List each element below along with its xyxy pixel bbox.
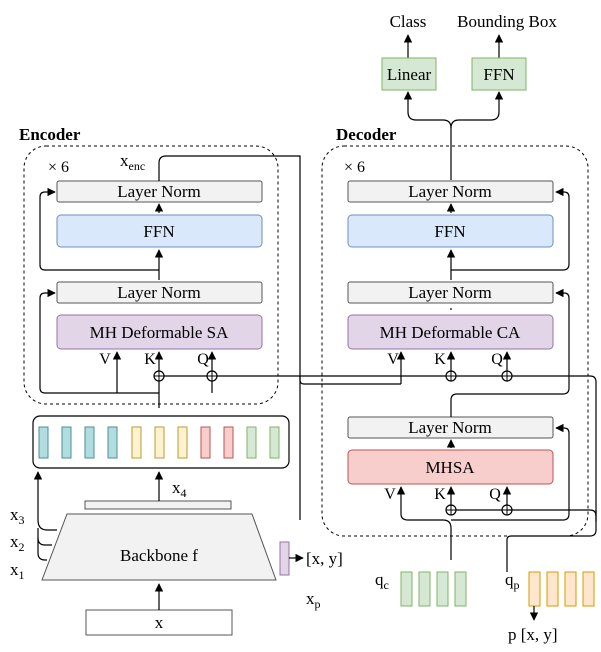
decoder-repeat: × 6 bbox=[344, 159, 365, 176]
feature-token-2 bbox=[61, 426, 72, 459]
decoder-mhsa-label: MHSA bbox=[425, 458, 475, 477]
decoder-layernorm-top-label: Layer Norm bbox=[408, 182, 492, 201]
qp-label: qp bbox=[505, 570, 520, 592]
decoder-k-label: K bbox=[434, 351, 446, 368]
encoder-residual-2 bbox=[39, 187, 159, 271]
to-ffn-wire bbox=[450, 91, 504, 129]
x3-label: x3 bbox=[10, 505, 25, 527]
encoder-k-label: K bbox=[144, 351, 156, 368]
decoder-layernorm-mid bbox=[347, 281, 554, 304]
decoder-q2-label: Q bbox=[489, 486, 501, 503]
feature-token-4 bbox=[107, 426, 118, 459]
content-query-2 bbox=[418, 571, 431, 607]
decoder-attention bbox=[347, 314, 554, 350]
position-coord-label: [x, y] bbox=[306, 549, 343, 568]
encoder-layernorm-top-label: Layer Norm bbox=[117, 182, 201, 201]
encoder-block bbox=[23, 145, 279, 405]
decoder-residual-2 bbox=[451, 187, 570, 271]
encoder-q-label: Q bbox=[197, 351, 209, 368]
x2-label: x2 bbox=[10, 532, 25, 554]
decoder-pos-wire bbox=[507, 375, 597, 522]
input-box bbox=[85, 609, 233, 636]
content-query-3 bbox=[436, 571, 449, 607]
to-linear-wire bbox=[403, 91, 452, 129]
content-query-4 bbox=[454, 571, 467, 607]
position-query-2 bbox=[546, 571, 559, 607]
backbone-label: Backbone f bbox=[120, 546, 198, 565]
feature-token-7 bbox=[177, 426, 188, 459]
encoder-attention-label: MH Deformable SA bbox=[90, 323, 230, 342]
decoder-layernorm-mid-label: Layer Norm bbox=[408, 283, 492, 302]
encoder-repeat: × 6 bbox=[48, 159, 69, 176]
decoder-k2-label: K bbox=[434, 486, 446, 503]
feature-token-10 bbox=[246, 426, 257, 459]
decoder-v2-wire bbox=[396, 486, 452, 560]
encoder-pos-join bbox=[299, 376, 305, 385]
decoder-title: Decoder bbox=[336, 125, 397, 144]
decoder-ffn bbox=[347, 214, 554, 248]
x2-wire bbox=[37, 537, 52, 546]
reference-point-label: p [x, y] bbox=[508, 625, 558, 644]
decoder-q-label: Q bbox=[491, 351, 503, 368]
decoder-v-label: V bbox=[387, 351, 399, 368]
decoder-mhsa bbox=[347, 449, 554, 485]
class-output-label: Class bbox=[390, 12, 427, 31]
content-query-1 bbox=[400, 571, 413, 607]
position-query-1 bbox=[528, 571, 541, 607]
position-token bbox=[279, 541, 290, 576]
bbox-output-label: Bounding Box bbox=[457, 12, 557, 31]
decoder-residual-1 bbox=[450, 288, 570, 417]
input-label: x bbox=[155, 613, 164, 632]
qp-wire bbox=[506, 510, 597, 572]
feature-token-5 bbox=[131, 426, 142, 459]
feature-token-11 bbox=[269, 426, 280, 459]
decoder-layernorm-bottom-label: Layer Norm bbox=[408, 418, 492, 437]
encoder-attention bbox=[56, 314, 263, 350]
position-query-3 bbox=[564, 571, 577, 607]
encoder-layernorm-bottom bbox=[56, 281, 263, 304]
encoder-output-wire bbox=[158, 155, 301, 520]
decoder-v2-label: V bbox=[384, 486, 396, 503]
encoder-title: Encoder bbox=[19, 125, 81, 144]
x4-feature-bar bbox=[84, 500, 232, 510]
ffn-head-box bbox=[471, 57, 527, 91]
qc-label: qc bbox=[375, 570, 389, 592]
linear-head-label: Linear bbox=[387, 65, 432, 84]
feature-token-1 bbox=[38, 426, 49, 459]
backbone-block bbox=[41, 513, 277, 581]
feature-token-9 bbox=[223, 426, 234, 459]
x1-wire bbox=[37, 528, 47, 561]
ffn-head-label: FFN bbox=[483, 65, 514, 84]
linear-head-box bbox=[381, 57, 437, 91]
x3-wire bbox=[33, 471, 57, 531]
decoder-ffn-label: FFN bbox=[434, 222, 465, 241]
encoder-ffn bbox=[56, 214, 263, 248]
decoder-qp-link bbox=[507, 509, 597, 517]
feature-token-6 bbox=[154, 426, 165, 459]
decoder-residual-0 bbox=[451, 423, 570, 521]
decoder-block bbox=[321, 145, 589, 537]
encoder-residual-1 bbox=[39, 288, 159, 394]
encoder-xenc-label: xenc bbox=[120, 151, 145, 173]
xp-label: xp bbox=[306, 589, 321, 611]
encoder-layernorm-bottom-label: Layer Norm bbox=[117, 283, 201, 302]
feature-token-3 bbox=[84, 426, 95, 459]
decoder-attention-label: MH Deformable CA bbox=[380, 323, 521, 342]
encoder-ffn-label: FFN bbox=[143, 222, 174, 241]
x4-label: x4 bbox=[172, 478, 187, 500]
encoder-v-label: V bbox=[99, 351, 111, 368]
x1-label: x1 bbox=[10, 560, 25, 582]
position-query-4 bbox=[582, 571, 595, 607]
feature-token-8 bbox=[200, 426, 211, 459]
decoder-layernorm-top bbox=[347, 180, 554, 203]
